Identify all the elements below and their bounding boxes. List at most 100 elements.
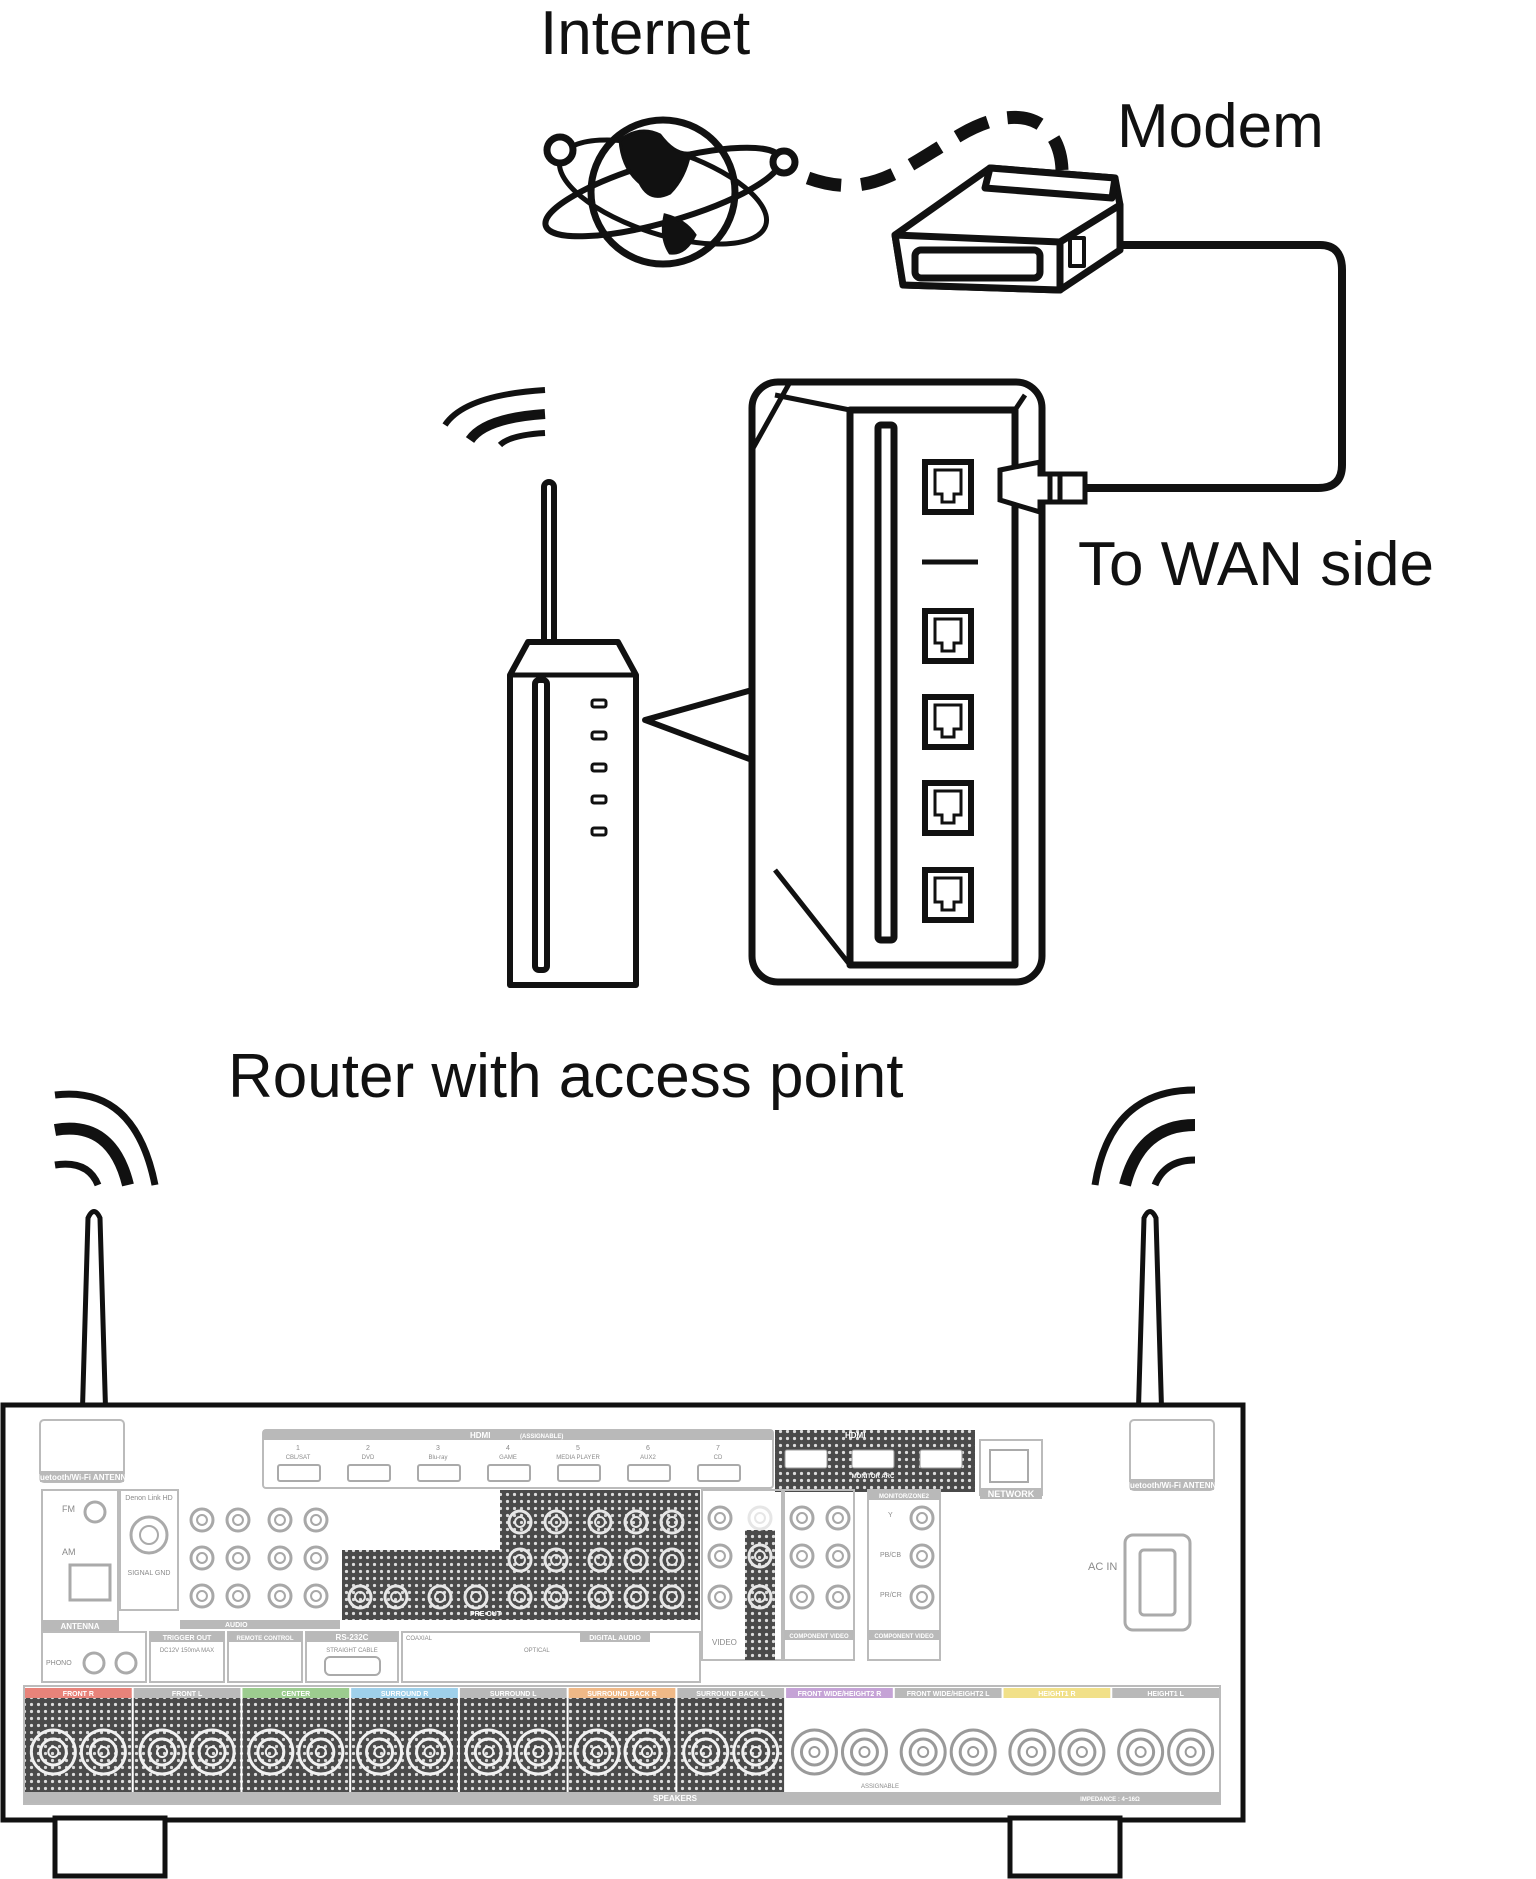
hdmi-input-number: 6 <box>646 1445 650 1452</box>
video-jacks <box>707 1505 773 1610</box>
router-icon <box>442 387 639 988</box>
rca-jack <box>747 1505 773 1531</box>
speaker-terminal <box>949 1728 997 1776</box>
rca-jack <box>789 1584 815 1610</box>
speakers-label: SPEAKERS <box>653 1794 698 1803</box>
rca-jack <box>543 1547 569 1573</box>
speaker-group-header <box>351 1688 458 1698</box>
pre-out-label: PRE OUT <box>470 1611 502 1618</box>
speaker-group-header <box>242 1688 350 1698</box>
rca-jack <box>427 1584 453 1610</box>
rca-jack <box>267 1583 293 1609</box>
network-port-label: NETWORK <box>988 1489 1035 1499</box>
modem-router-cable <box>1085 241 1346 492</box>
trigger-spec-label: DC12V 150mA MAX <box>160 1648 214 1654</box>
component-out-label: COMPONENT VIDEO <box>874 1634 934 1640</box>
speaker-terminal <box>1167 1728 1215 1776</box>
component-in-label: COMPONENT VIDEO <box>789 1634 849 1640</box>
rca-jack <box>507 1509 533 1535</box>
hdmi-input-number: 3 <box>436 1445 440 1452</box>
rca-jack <box>623 1547 649 1573</box>
hdmi-input-number: 5 <box>576 1445 580 1452</box>
internet-modem-link <box>805 111 1069 192</box>
rca-jack <box>225 1545 251 1571</box>
wan-side-label: To WAN side <box>1078 530 1434 599</box>
coaxial-label: COAXIAL <box>406 1636 433 1642</box>
hdmi-input-number: 1 <box>296 1445 300 1452</box>
rca-jack <box>825 1584 851 1610</box>
speaker-group-header <box>894 1688 1002 1698</box>
antenna-label: ANTENNA <box>60 1622 99 1631</box>
impedance-label: IMPEDANCE : 4~16Ω <box>1080 1797 1140 1803</box>
speaker-group-label: FRONT L <box>172 1691 203 1698</box>
hdmi-port <box>697 1464 741 1482</box>
speaker-terminal <box>406 1728 454 1776</box>
optical-label: OPTICAL <box>524 1648 550 1654</box>
rca-jack <box>707 1505 733 1531</box>
speaker-group-header <box>133 1688 241 1698</box>
speaker-group-label: FRONT R <box>63 1691 94 1698</box>
speaker-terminal <box>356 1728 404 1776</box>
speaker-terminal <box>464 1728 512 1776</box>
speaker-terminal <box>297 1728 345 1776</box>
speaker-group-label: SURROUND L <box>490 1691 537 1698</box>
wifi-signal-icon-left <box>53 1090 159 1187</box>
component-in-jacks <box>789 1505 851 1610</box>
component-pr-label: PR/CR <box>880 1592 902 1599</box>
hdmi-in-sub-label: (ASSIGNABLE) <box>520 1434 563 1440</box>
rca-jack <box>189 1583 215 1609</box>
speaker-terminal <box>247 1728 295 1776</box>
rca-jack <box>623 1509 649 1535</box>
audio-in-jacks <box>189 1507 329 1609</box>
rca-jack <box>659 1547 685 1573</box>
rca-jack <box>189 1545 215 1571</box>
speaker-terminal <box>138 1728 186 1776</box>
rca-jack <box>267 1545 293 1571</box>
rca-jack <box>225 1583 251 1609</box>
hdmi-input-number: 2 <box>366 1445 370 1452</box>
phono-label: PHONO <box>46 1660 72 1667</box>
rca-jack <box>507 1547 533 1573</box>
speaker-group-label: SURROUND BACK L <box>696 1691 766 1698</box>
digital-audio-label: DIGITAL AUDIO <box>589 1635 641 1642</box>
rca-jack <box>909 1505 935 1531</box>
rca-jack <box>659 1584 685 1610</box>
hdmi-input-label: AUX2 <box>640 1455 656 1461</box>
hdmi-input-number: 7 <box>716 1445 720 1452</box>
ethernet-plug-icon <box>997 458 1088 516</box>
hdmi-input-label: MEDIA PLAYER <box>556 1455 600 1461</box>
signal-gnd-label: SIGNAL GND <box>128 1570 171 1577</box>
speaker-group-header <box>25 1688 132 1698</box>
speaker-terminal <box>790 1728 838 1776</box>
speaker-terminal <box>840 1728 888 1776</box>
rca-jack <box>383 1584 409 1610</box>
speaker-group-header <box>459 1688 567 1698</box>
audio-in-label: AUDIO <box>225 1622 248 1629</box>
component-pb-label: PB/CB <box>880 1552 901 1559</box>
component-out-jacks <box>909 1505 935 1610</box>
speaker-terminal <box>79 1728 127 1776</box>
video-label: VIDEO <box>712 1638 737 1647</box>
ac-in-label: AC IN <box>1088 1561 1117 1573</box>
rca-jack <box>825 1505 851 1531</box>
wifi-signal-icon-right <box>1091 1086 1196 1187</box>
fm-label: FM <box>62 1504 75 1514</box>
hdmi-port <box>487 1464 531 1482</box>
wan-port-icon <box>922 459 974 515</box>
rca-jack <box>747 1584 773 1610</box>
speaker-terminal <box>1008 1728 1056 1776</box>
trigger-out-label: TRIGGER OUT <box>163 1635 212 1642</box>
rca-jack <box>909 1584 935 1610</box>
assignable-label: ASSIGNABLE <box>861 1784 899 1790</box>
speaker-group-header <box>1112 1688 1219 1698</box>
hdmi-input-label: CBL/SAT <box>286 1455 311 1461</box>
speaker-group-header <box>1003 1688 1111 1698</box>
component-y-label: Y <box>888 1512 893 1519</box>
rca-jack <box>789 1543 815 1569</box>
bt-antenna-right-label: Bluetooth/Wi-Fi ANTENNA <box>1122 1481 1222 1490</box>
rca-jack <box>623 1584 649 1610</box>
rca-jack <box>587 1584 613 1610</box>
